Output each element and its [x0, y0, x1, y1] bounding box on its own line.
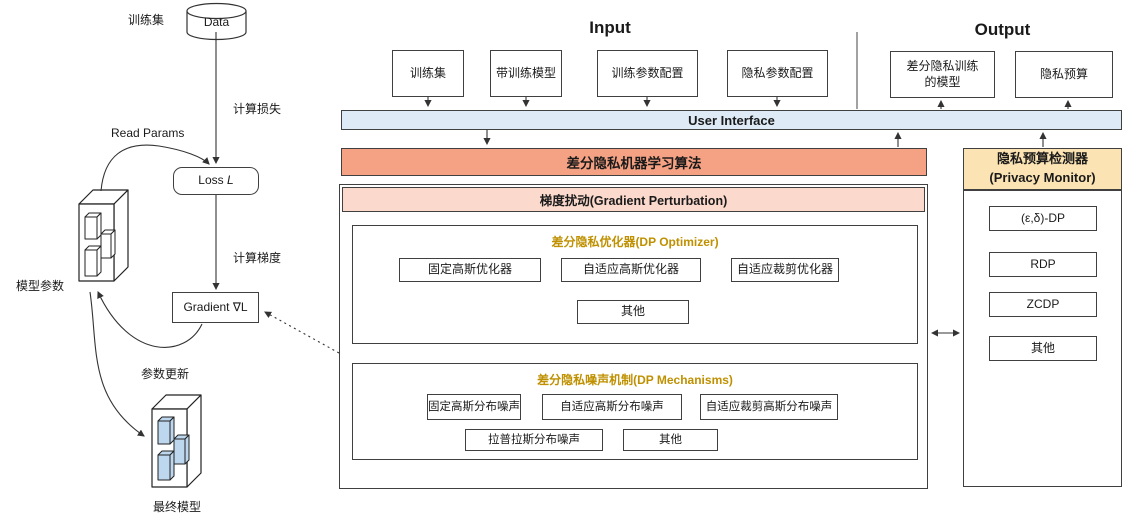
input-title: Input [589, 18, 631, 37]
loss-variable: L [227, 173, 234, 188]
input-box-train-params: 训练参数配置 [597, 50, 698, 97]
privacy-monitor-header: 隐私预算检测器 (Privacy Monitor) [963, 148, 1122, 190]
final-model-box-icon [151, 394, 202, 488]
monitor-box-rdp-label: RDP [1030, 256, 1056, 271]
mechanism-box-adaptive-clipping-noise: 自适应裁剪高斯分布噪声 [700, 394, 838, 420]
input-box-privacy-params-label: 隐私参数配置 [741, 65, 814, 80]
loss-node: Loss L [173, 167, 259, 195]
loss-node-label: Loss [198, 173, 224, 188]
data-store-label: Data [203, 15, 230, 29]
output-box-privacy-budget-label: 隐私预算 [1039, 66, 1088, 81]
optimizer-box-other: 其他 [577, 300, 689, 324]
param-update-label: 参数更新 [141, 367, 190, 381]
optimizer-box-adaptive-clipping-label: 自适应裁剪优化器 [736, 262, 833, 277]
monitor-box-zcdp: ZCDP [989, 292, 1097, 317]
arrow-dotted-gradient-link [264, 311, 340, 354]
input-box-trainset-label: 训练集 [409, 65, 446, 80]
input-box-train-params-label: 训练参数配置 [611, 65, 684, 80]
compute-gradient-label: 计算梯度 [233, 251, 282, 265]
output-box-privacy-budget: 隐私预算 [1015, 51, 1113, 98]
mechanism-box-other-label: 其他 [659, 433, 682, 446]
mechanism-box-laplace-noise: 拉普拉斯分布噪声 [465, 429, 603, 451]
algorithm-bar: 差分隐私机器学习算法 [341, 148, 927, 176]
gradient-node: Gradient ∇L [172, 292, 259, 323]
arrow-to-final-model [89, 291, 145, 437]
user-interface-label: User Interface [688, 112, 775, 128]
input-box-pretrained-model-label: 带训练模型 [495, 65, 556, 80]
optimizer-box-adaptive-gaussian-label: 自适应高斯优化器 [582, 262, 679, 277]
privacy-monitor-title-cn: 隐私预算检测器 [996, 151, 1088, 167]
monitor-box-other: 其他 [989, 336, 1097, 361]
mechanism-box-laplace-noise-label: 拉普拉斯分布噪声 [488, 433, 580, 446]
optimizer-box-fixed-gaussian: 固定高斯优化器 [399, 258, 541, 282]
monitor-box-rdp: RDP [989, 252, 1097, 277]
dataset-label: 训练集 [128, 13, 165, 27]
output-box-dp-model-line2: 的模型 [924, 74, 961, 89]
input-box-trainset: 训练集 [392, 50, 464, 97]
gradient-node-label: Gradient ∇L [183, 299, 248, 314]
monitor-box-eps-delta-dp-label: (ε,δ)-DP [1020, 210, 1066, 225]
perturbation-bar-label: 梯度扰动(Gradient Perturbation) [539, 194, 728, 208]
output-box-dp-model-line1: 差分隐私训练 [906, 58, 979, 73]
input-box-privacy-params: 隐私参数配置 [727, 50, 828, 97]
monitor-box-zcdp-label: ZCDP [1026, 296, 1060, 311]
read-params-label: Read Params [111, 126, 185, 140]
user-interface-bar: User Interface [341, 110, 1122, 130]
optimizer-group [352, 225, 918, 344]
model-params-label: 模型参数 [16, 279, 65, 293]
mechanism-box-other: 其他 [623, 429, 718, 451]
algorithm-bar-label: 差分隐私机器学习算法 [566, 156, 702, 171]
mechanism-box-adaptive-gaussian-noise-label: 自适应高斯分布噪声 [560, 400, 664, 413]
monitor-box-eps-delta-dp: (ε,δ)-DP [989, 206, 1097, 231]
optimizer-box-adaptive-clipping: 自适应裁剪优化器 [731, 258, 839, 282]
compute-loss-label: 计算损失 [233, 102, 282, 116]
optimizer-box-fixed-gaussian-label: 固定高斯优化器 [427, 262, 512, 277]
perturbation-bar: 梯度扰动(Gradient Perturbation) [342, 187, 925, 212]
output-title: Output [974, 20, 1031, 39]
optimizer-box-adaptive-gaussian: 自适应高斯优化器 [561, 258, 701, 282]
monitor-box-other-label: 其他 [1030, 340, 1055, 355]
mechanism-box-fixed-gaussian-noise: 固定高斯分布噪声 [427, 394, 521, 420]
final-model-label: 最终模型 [153, 500, 202, 514]
mechanism-box-adaptive-gaussian-noise: 自适应高斯分布噪声 [542, 394, 682, 420]
input-box-pretrained-model: 带训练模型 [490, 50, 562, 97]
privacy-monitor-title-en: (Privacy Monitor) [989, 170, 1096, 185]
mechanism-box-adaptive-clipping-noise-label: 自适应裁剪高斯分布噪声 [705, 400, 833, 413]
mechanism-box-fixed-gaussian-noise-label: 固定高斯分布噪声 [428, 400, 520, 413]
model-params-box-icon [78, 189, 129, 282]
mechanisms-title: 差分隐私噪声机制(DP Mechanisms) [537, 373, 733, 387]
output-box-dp-model: 差分隐私训练 的模型 [890, 51, 995, 98]
optimizer-title: 差分隐私优化器(DP Optimizer) [551, 235, 719, 249]
optimizer-box-other-label: 其他 [620, 304, 645, 319]
